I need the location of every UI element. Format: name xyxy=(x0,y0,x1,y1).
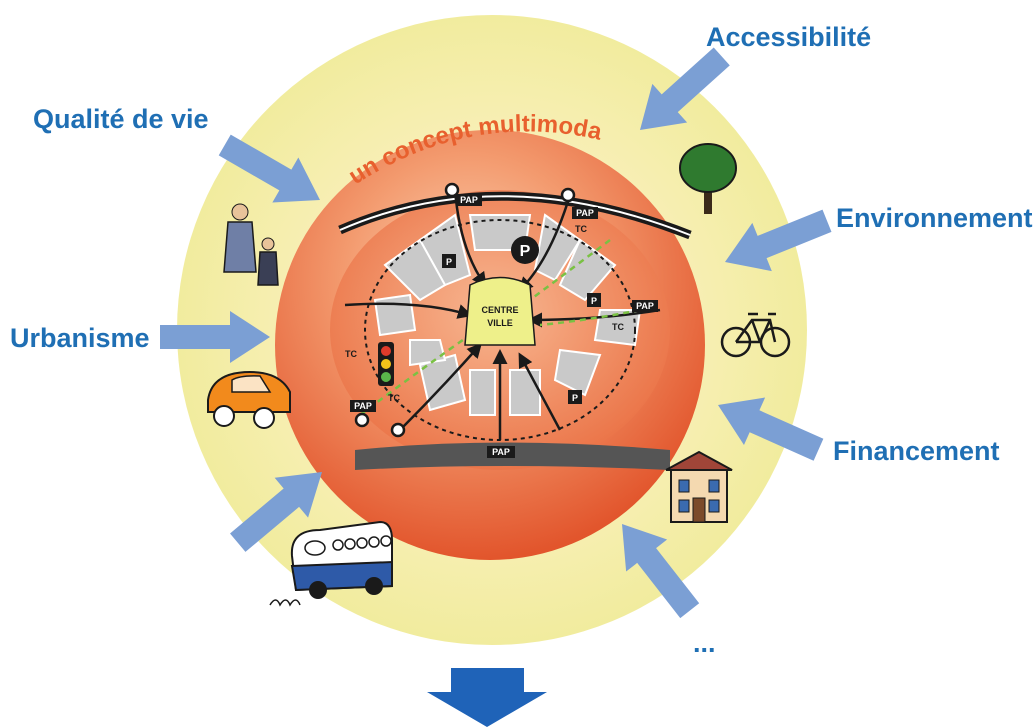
bicycle-icon xyxy=(720,312,791,358)
people-icon xyxy=(223,203,279,286)
svg-text:PAP: PAP xyxy=(354,401,372,411)
svg-text:PAP: PAP xyxy=(636,301,654,311)
label-urbanisme: Urbanisme xyxy=(10,323,150,353)
svg-text:TC: TC xyxy=(345,349,357,359)
parking-icon xyxy=(511,236,539,264)
svg-text:TC: TC xyxy=(388,393,400,403)
label-accessibilite: Accessibilité xyxy=(706,22,871,52)
svg-text:TC: TC xyxy=(575,224,587,234)
centre-ville-line1: CENTRE xyxy=(481,305,518,315)
car-icon xyxy=(207,370,291,429)
svg-text:PAP: PAP xyxy=(492,447,510,457)
house-icon xyxy=(665,450,733,523)
svg-text:P: P xyxy=(591,296,597,306)
traffic-light-icon xyxy=(378,342,394,386)
svg-text:TC: TC xyxy=(612,322,624,332)
city-map: CENTRE VILLE P PAP PAP PAP PAP PAP P P xyxy=(330,182,692,470)
arrow-urbanisme xyxy=(160,311,270,363)
arrow-accessibilite xyxy=(640,47,730,130)
svg-text:PAP: PAP xyxy=(576,208,594,218)
label-qualite-de-vie: Qualité de vie xyxy=(33,104,209,134)
arrow-lower-left xyxy=(230,472,322,552)
svg-text:PAP: PAP xyxy=(460,195,478,205)
svg-text:P: P xyxy=(446,257,452,267)
tree-icon xyxy=(679,143,737,214)
arrow-qualite-de-vie xyxy=(218,134,320,203)
svg-text:P: P xyxy=(520,243,531,260)
label-ellipsis: ... xyxy=(693,628,716,658)
bus-icon xyxy=(269,520,393,607)
label-environnement: Environnement xyxy=(836,203,1033,233)
svg-text:P: P xyxy=(572,393,578,403)
arrow-environnement xyxy=(725,209,832,272)
input-arrows xyxy=(160,47,832,619)
arrow-financement xyxy=(718,397,824,461)
centre-ville-line2: VILLE xyxy=(487,318,513,328)
output-arrow xyxy=(427,668,547,727)
label-financement: Financement xyxy=(833,436,1000,466)
arrow-lower-right xyxy=(622,524,700,619)
centre-ville-zone xyxy=(464,276,536,346)
